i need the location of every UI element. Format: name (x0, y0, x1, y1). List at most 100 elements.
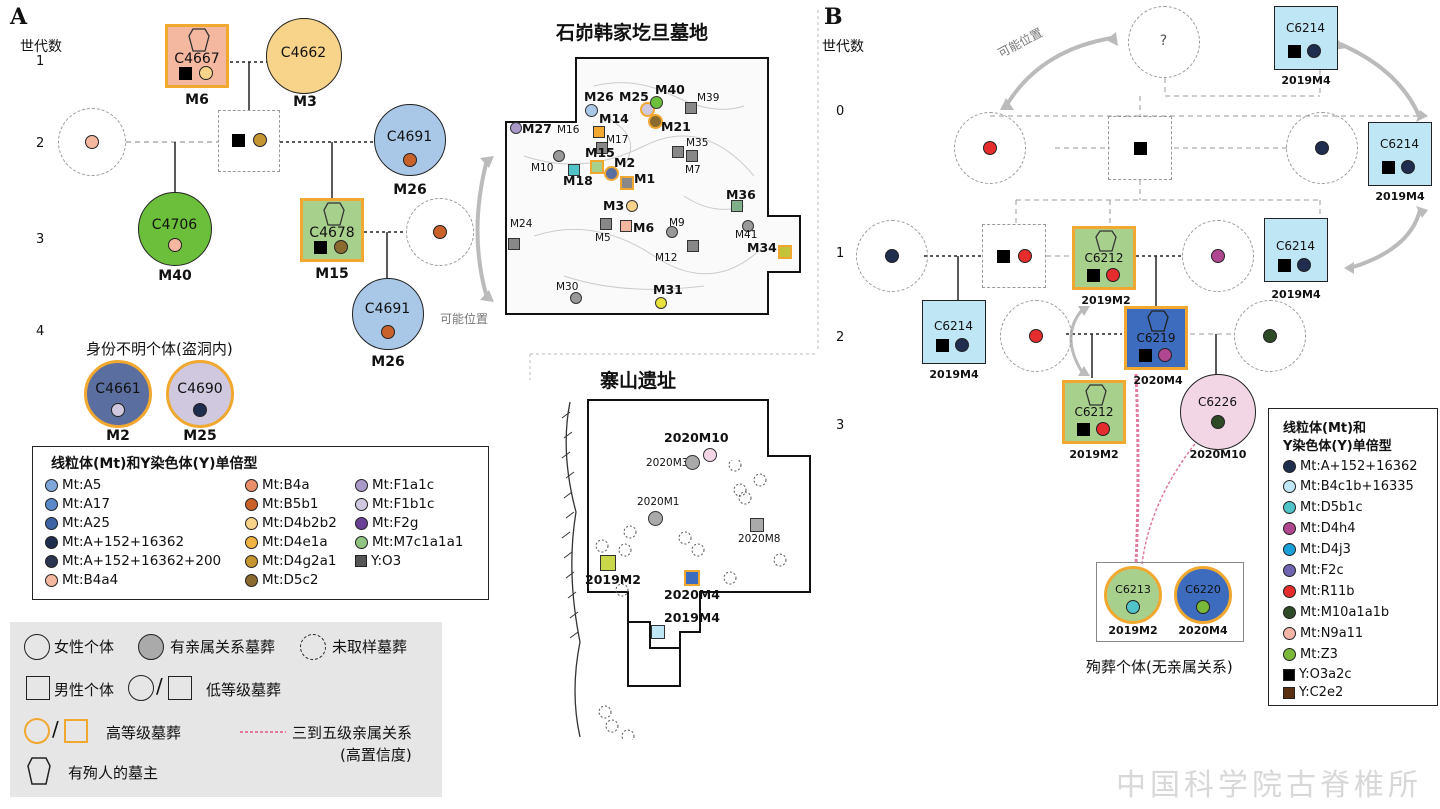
individual-c6214[interactable]: C6214 (1274, 6, 1338, 70)
individual-c4661[interactable]: C4661 (84, 360, 152, 428)
tomb-label: 2020M1 (637, 496, 680, 508)
unsampled-pair (982, 224, 1046, 288)
legend-high-rank: 高等级墓葬 (106, 724, 182, 742)
y-marker (1278, 259, 1291, 272)
mt-marker (1307, 44, 1321, 58)
gen-4: 4 (36, 324, 45, 339)
individual-c6212[interactable]: C6212 (1062, 380, 1126, 444)
tomb-marker[interactable] (593, 126, 605, 138)
legend-item: Mt:B4c1b+16335 (1283, 479, 1414, 494)
tomb-marker[interactable] (510, 122, 522, 134)
legend-item: Mt:A+152+16362 (1283, 459, 1418, 474)
individual-c6214[interactable]: C6214 (1264, 218, 1328, 282)
y-marker (1087, 269, 1100, 282)
individual-c6214[interactable]: C6214 (922, 300, 986, 364)
female-symbol-icon (24, 634, 50, 660)
legend-title-1: 线粒体(Mt)和 (1283, 421, 1367, 436)
individual-c6212[interactable]: C6212 (1072, 226, 1136, 290)
legend-item: Mt:D5b1c (1283, 500, 1363, 515)
tomb-marker[interactable] (685, 455, 700, 470)
gen-2: 2 (836, 330, 845, 345)
individual-c6219[interactable]: C6219 (1124, 306, 1188, 370)
individual-c6214[interactable]: C6214 (1368, 122, 1432, 186)
tomb-marker[interactable] (626, 200, 638, 212)
mt-marker (1211, 249, 1225, 263)
tomb-marker[interactable] (590, 160, 604, 174)
individual-c6220[interactable]: C6220 (1174, 566, 1232, 624)
legend-sacrifice-owner: 有殉人的墓主 (68, 764, 159, 782)
legend-item: Mt:D4b2b2 (245, 515, 337, 531)
tomb-marker[interactable] (553, 150, 565, 162)
tomb-label: 2020M4 (1178, 624, 1228, 637)
tomb-marker[interactable] (585, 104, 598, 117)
tomb-marker[interactable] (703, 448, 717, 462)
tomb-marker[interactable] (620, 176, 634, 190)
y-marker (1382, 161, 1395, 174)
gen-1: 1 (836, 246, 845, 261)
legend-item: Mt:F1a1c (355, 477, 434, 493)
individual-c6226[interactable]: C6226 (1180, 374, 1256, 450)
kin-burial-icon (138, 634, 164, 660)
individual-id: C6214 (1276, 239, 1315, 253)
tomb-marker[interactable] (620, 220, 632, 232)
tomb-label: M40 (158, 268, 192, 284)
watermark: 中国科学院古脊椎所 (1116, 768, 1422, 803)
tomb-marker[interactable] (568, 164, 580, 176)
tomb-marker[interactable] (750, 518, 764, 532)
tomb-label: M39 (697, 92, 720, 104)
y-marker (314, 241, 327, 254)
individual-c4667[interactable]: C4667 (165, 24, 229, 88)
tomb-label: M26 (584, 89, 614, 104)
sacrifice-box (1096, 562, 1244, 642)
legend-female: 女性个体 (54, 638, 115, 656)
tomb-marker[interactable] (650, 96, 663, 109)
mt-marker (1106, 268, 1120, 282)
individual-c4706[interactable]: C4706 (138, 192, 212, 266)
tomb-marker[interactable] (600, 555, 616, 571)
y-marker (997, 250, 1010, 263)
tomb-marker[interactable] (666, 226, 678, 238)
tomb-marker[interactable] (604, 166, 619, 181)
tomb-label: M5 (595, 232, 611, 244)
tomb-label: M26 (371, 354, 405, 370)
mt-marker (983, 141, 997, 155)
coffin-icon (188, 28, 210, 52)
legend-item: Mt:F2c (1283, 563, 1344, 578)
mt-marker (85, 135, 99, 149)
individual-c4691[interactable]: C4691 (374, 104, 446, 176)
individual-c4690[interactable]: C4690 (166, 360, 234, 428)
tomb-label: M35 (686, 137, 709, 149)
tomb-marker[interactable] (655, 297, 667, 309)
individual-c4691[interactable]: C4691 (352, 278, 424, 350)
tomb-label: M6 (633, 220, 655, 235)
legend-item: Y:O3a2c (1283, 667, 1351, 682)
male-symbol-icon (26, 676, 50, 700)
tomb-marker[interactable] (648, 114, 663, 129)
y-marker (936, 339, 949, 352)
tomb-marker[interactable] (731, 200, 743, 212)
individual-c4678[interactable]: C4678 (300, 198, 364, 262)
y-marker (1134, 142, 1147, 155)
individual-c6213[interactable]: C6213 (1104, 566, 1162, 624)
distant-kin-line-icon (240, 731, 286, 733)
legend-item: Mt:F2g (355, 515, 418, 531)
tomb-marker[interactable] (778, 245, 792, 259)
tomb-marker[interactable] (508, 238, 520, 250)
tomb-marker[interactable] (570, 292, 582, 304)
tomb-marker[interactable] (685, 102, 697, 114)
tomb-label: M31 (653, 282, 683, 297)
tomb-marker[interactable] (651, 625, 665, 639)
individual-c4662[interactable]: C4662 (266, 18, 342, 94)
tomb-marker[interactable] (672, 146, 684, 158)
mt-marker (1315, 141, 1329, 155)
legend-item: Y:O3 (355, 553, 401, 569)
tomb-label: M7 (685, 164, 701, 176)
tomb-marker[interactable] (687, 240, 699, 252)
tomb-marker[interactable] (684, 570, 700, 586)
tomb-marker[interactable] (742, 220, 754, 232)
tomb-marker[interactable] (596, 142, 608, 154)
tomb-marker[interactable] (686, 150, 698, 162)
tomb-marker[interactable] (600, 218, 612, 230)
tomb-label: 2020M8 (738, 533, 781, 545)
tomb-marker[interactable] (648, 511, 663, 526)
